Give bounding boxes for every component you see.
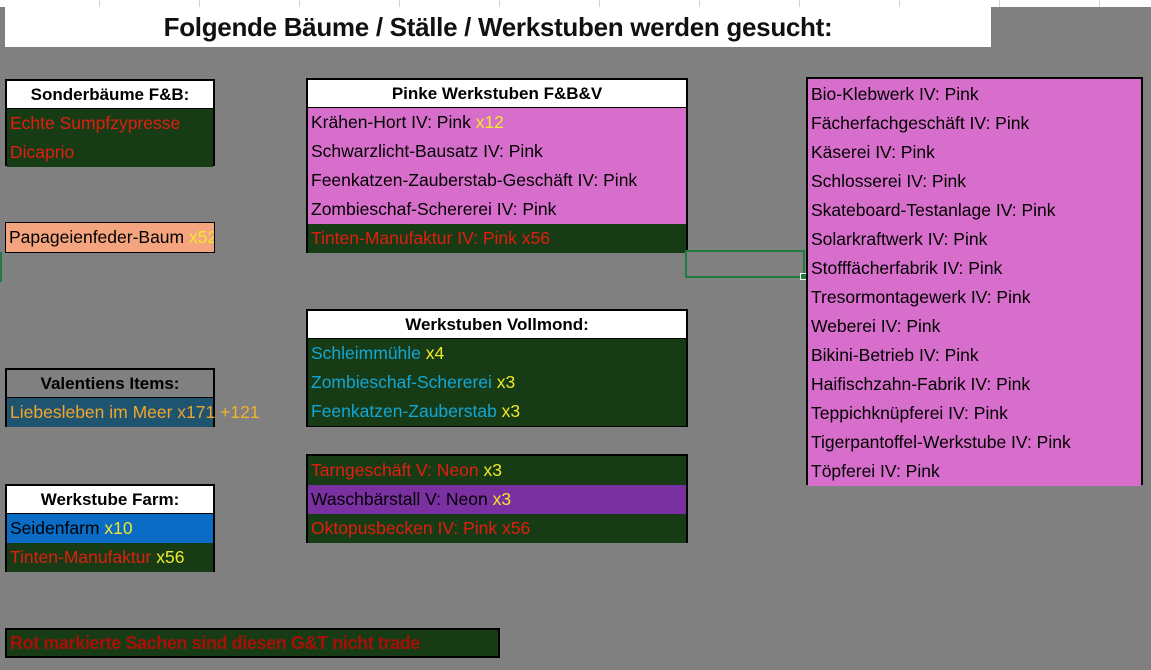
list-item[interactable]: Krähen-Hort IV: Pink x12 bbox=[308, 108, 686, 137]
farm-header: Werkstube Farm: bbox=[7, 486, 213, 514]
list-item[interactable]: Solarkraftwerk IV: Pink bbox=[808, 225, 1141, 254]
list-item[interactable]: Feenkatzen-Zauberstab x3 bbox=[308, 397, 686, 426]
list-item[interactable]: Skateboard-Testanlage IV: Pink bbox=[808, 196, 1141, 225]
item-text: Krähen-Hort IV: Pink bbox=[311, 112, 476, 132]
legend-note: Rot markierte Sachen sind diesen G&T nic… bbox=[5, 628, 500, 658]
valentiens-header: Valentiens Items: bbox=[7, 370, 213, 398]
list-item[interactable]: Tresormontagewerk IV: Pink bbox=[808, 283, 1141, 312]
list-item[interactable]: Käserei IV: Pink bbox=[808, 138, 1141, 167]
list-item[interactable]: Tinten-Manufaktur x56 bbox=[7, 543, 213, 572]
farm-box: Werkstube Farm: Seidenfarm x10 Tinten-Ma… bbox=[5, 484, 215, 572]
list-item[interactable]: Stofffächerfabrik IV: Pink bbox=[808, 254, 1141, 283]
list-item[interactable]: Zombieschaf-Schererei x3 bbox=[308, 368, 686, 397]
list-item[interactable]: Oktopusbecken IV: Pink x56 bbox=[308, 514, 686, 543]
item-count: x12 bbox=[475, 112, 504, 132]
spreadsheet-gridlines bbox=[0, 0, 1151, 7]
list-item[interactable]: Bio-Klebwerk IV: Pink bbox=[808, 80, 1141, 109]
list-item[interactable]: Weberei IV: Pink bbox=[808, 312, 1141, 341]
vollmond-header: Werkstuben Vollmond: bbox=[308, 311, 686, 339]
sonderbaeume-header: Sonderbäume F&B: bbox=[7, 81, 213, 109]
item-text: Waschbärstall V: Neon bbox=[311, 489, 493, 509]
list-item[interactable]: Tigerpantoffel-Werkstube IV: Pink bbox=[808, 428, 1141, 457]
item-count: x3 bbox=[501, 401, 521, 421]
list-item[interactable]: Teppichknüpferei IV: Pink bbox=[808, 399, 1141, 428]
list-item[interactable]: Dicaprio bbox=[7, 138, 213, 167]
item-text: Zombieschaf-Schererei bbox=[311, 372, 497, 392]
item-text: Tarngeschäft V: Neon bbox=[311, 460, 484, 480]
list-item[interactable]: Feenkatzen-Zauberstab-Geschäft IV: Pink bbox=[308, 166, 686, 195]
item-count: x10 bbox=[104, 518, 133, 538]
item-text: Liebesleben im Meer x171 bbox=[10, 402, 221, 422]
list-item[interactable]: Schwarzlicht-Bausatz IV: Pink bbox=[308, 137, 686, 166]
list-item[interactable]: Töpferei IV: Pink bbox=[808, 457, 1141, 486]
item-text: Feenkatzen-Zauberstab bbox=[311, 401, 502, 421]
item-count: x3 bbox=[492, 489, 512, 509]
item-extra: +121 bbox=[220, 402, 260, 422]
vollmond-box: Werkstuben Vollmond: Schleimmühle x4 Zom… bbox=[306, 309, 688, 427]
item-count: x3 bbox=[496, 372, 516, 392]
list-item[interactable]: Waschbärstall V: Neon x3 bbox=[308, 485, 686, 514]
valentiens-box: Valentiens Items: Liebesleben im Meer x1… bbox=[5, 368, 260, 427]
page-title: Folgende Bäume / Ställe / Werkstuben wer… bbox=[5, 7, 991, 47]
pinke-box: Pinke Werkstuben F&B&V Krähen-Hort IV: P… bbox=[306, 78, 688, 253]
item-count: x52 bbox=[188, 227, 214, 247]
item-text: Tinten-Manufaktur bbox=[10, 547, 157, 567]
list-item[interactable]: Zombieschaf-Schererei IV: Pink bbox=[308, 195, 686, 224]
list-item[interactable]: Papageienfeder-Baum x52 bbox=[6, 223, 214, 252]
list-item[interactable]: Tarngeschäft V: Neon x3 bbox=[308, 456, 686, 485]
item-text: Schleimmühle bbox=[311, 343, 426, 363]
selection-marker bbox=[0, 252, 2, 282]
list-item[interactable]: Seidenfarm x10 bbox=[7, 514, 213, 543]
list-item[interactable]: Echte Sumpfzypresse bbox=[7, 109, 213, 138]
item-text: Papageienfeder-Baum bbox=[9, 227, 189, 247]
papagei-box: Papageienfeder-Baum x52 bbox=[5, 222, 215, 253]
pinke-header: Pinke Werkstuben F&B&V bbox=[308, 80, 686, 108]
sonderbaeume-box: Sonderbäume F&B: Echte Sumpfzypresse Dic… bbox=[5, 79, 215, 167]
neon-box: Tarngeschäft V: Neon x3 Waschbärstall V:… bbox=[306, 454, 688, 543]
list-item[interactable]: Liebesleben im Meer x171 +121 bbox=[7, 398, 260, 427]
list-item[interactable]: Tinten-Manufaktur IV: Pink x56 bbox=[308, 224, 686, 253]
list-item[interactable]: Bikini-Betrieb IV: Pink bbox=[808, 341, 1141, 370]
right-list-box: Bio-Klebwerk IV: Pink Fächerfachgeschäft… bbox=[806, 77, 1143, 486]
list-item[interactable]: Fächerfachgeschäft IV: Pink bbox=[808, 109, 1141, 138]
item-text: Seidenfarm bbox=[10, 518, 105, 538]
item-count: x4 bbox=[425, 343, 445, 363]
list-item[interactable]: Schlosserei IV: Pink bbox=[808, 167, 1141, 196]
gray-area bbox=[991, 7, 1151, 47]
list-item[interactable]: Haifischzahn-Fabrik IV: Pink bbox=[808, 370, 1141, 399]
item-count: x3 bbox=[483, 460, 502, 480]
item-count: x56 bbox=[156, 547, 185, 567]
list-item[interactable]: Schleimmühle x4 bbox=[308, 339, 686, 368]
selected-cell[interactable] bbox=[685, 250, 807, 280]
